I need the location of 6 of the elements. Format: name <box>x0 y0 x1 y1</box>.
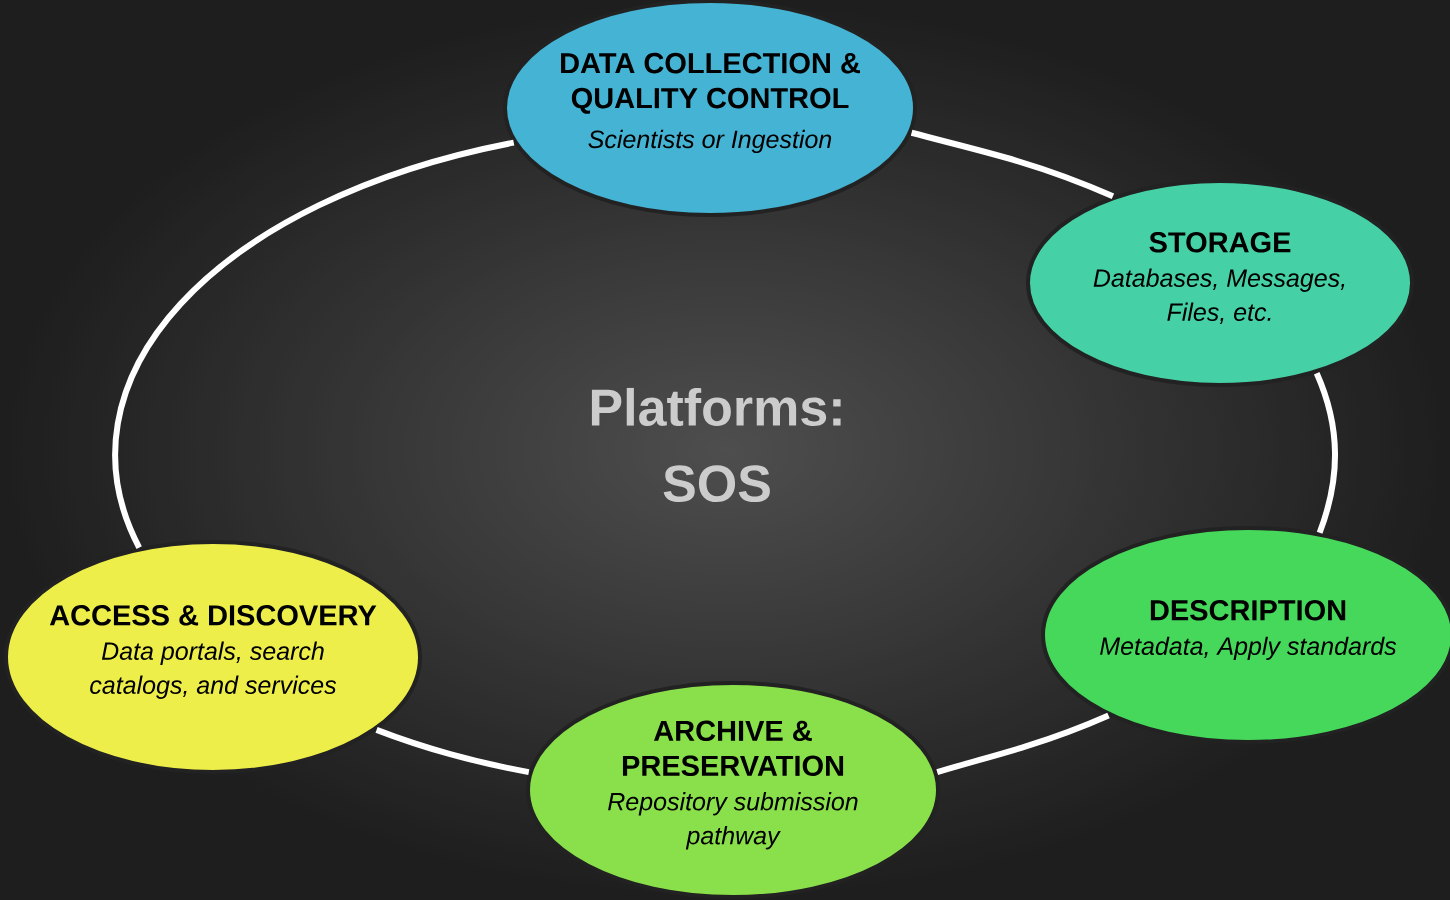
ring-connector <box>936 712 1110 776</box>
ring-connector <box>375 727 530 776</box>
center-title: Platforms: SOS <box>591 387 841 503</box>
ring-connector <box>910 129 1115 200</box>
ring-connector <box>112 139 515 549</box>
ring-connector <box>1313 372 1338 534</box>
